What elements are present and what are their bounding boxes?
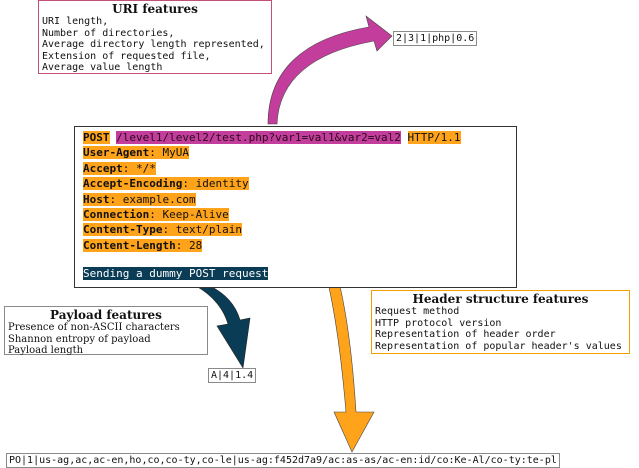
header-line: Accept: */*: [83, 161, 156, 175]
payload-arrow: [194, 285, 251, 369]
header-line: Content-Length: 28: [83, 238, 203, 252]
header-line: Content-Type: text/plain: [83, 223, 242, 237]
uri-features-box: URI features URI length, Number of direc…: [38, 0, 272, 74]
header-value: Keep-Alive: [155, 208, 229, 222]
request-protocol: HTTP/1.1: [407, 131, 461, 144]
header-value: identity: [188, 177, 249, 191]
uri-feature-item: Average value length: [42, 62, 163, 73]
request-method: POST: [83, 131, 110, 144]
uri-feature-item: Extension of requested file,: [42, 50, 211, 62]
header-line: User-Agent: MyUA: [83, 146, 189, 160]
header-feature-item: Request method: [375, 306, 460, 317]
payload-features-result: A|4|1.4: [208, 368, 257, 383]
header-name: Host: [83, 192, 110, 206]
uri-arrow: [267, 15, 393, 125]
header-feature-item: Representation of header order: [375, 329, 556, 340]
http-request-box: POST /level1/level2/test.php?var1=val1&v…: [74, 126, 517, 288]
header-value: */*: [129, 161, 156, 175]
payload-feature-item: Presence of non-ASCII characters: [8, 322, 180, 333]
header-value: text/plain: [169, 223, 242, 237]
header-line: Accept-Encoding: identity: [83, 177, 249, 191]
payload-features-title: Payload features: [50, 308, 162, 322]
header-name: Content-Length: [83, 238, 176, 252]
header-value: 28: [182, 238, 203, 252]
header-feature-item: Representation of popular header's value…: [375, 340, 622, 352]
request-line: POST /level1/level2/test.php?var1=val1&v…: [83, 130, 508, 145]
request-body-line: Sending a dummy POST request: [83, 267, 269, 281]
uri-feature-item: Average directory length represented,: [42, 39, 265, 50]
request-uri: /level1/level2/test.php?var1=val1&var2=v…: [116, 131, 401, 144]
header-name: Content-Type: [83, 223, 163, 237]
header-name: Accept: [83, 161, 123, 175]
header-line: Host: example.com: [83, 192, 196, 206]
payload-features-box: Payload features Presence of non-ASCII c…: [4, 306, 208, 357]
header-line: Connection: Keep-Alive: [83, 208, 229, 222]
uri-feature-item: Number of directories,: [42, 27, 175, 39]
uri-feature-item: URI length,: [42, 16, 109, 27]
header-name: Accept-Encoding: [83, 177, 183, 191]
payload-feature-item: Payload length: [8, 345, 84, 356]
uri-features-list: URI length, Number of directories, Avera…: [42, 16, 268, 74]
payload-feature-item: Shannon entropy of payload: [8, 333, 151, 345]
header-features-box: Header structure features Request method…: [371, 290, 630, 354]
header-features-title: Header structure features: [412, 292, 589, 306]
header-feature-item: HTTP protocol version: [375, 317, 502, 329]
header-name: Connection: [83, 208, 150, 222]
uri-features-result: 2|3|1|php|0.6: [393, 31, 478, 46]
header-features-result: PO|1|us-ag,ac,ac-en,ho,co,co-ty,co-le|us…: [6, 453, 560, 468]
header-features-list: Request method HTTP protocol version Rep…: [375, 306, 626, 352]
payload-features-list: Presence of non-ASCII characters Shannon…: [8, 322, 204, 357]
header-name: User-Agent: [83, 146, 150, 160]
header-value: example.com: [116, 192, 196, 206]
header-value: MyUA: [155, 146, 189, 160]
uri-features-title: URI features: [112, 2, 198, 16]
request-body: Sending a dummy POST request: [83, 267, 269, 280]
